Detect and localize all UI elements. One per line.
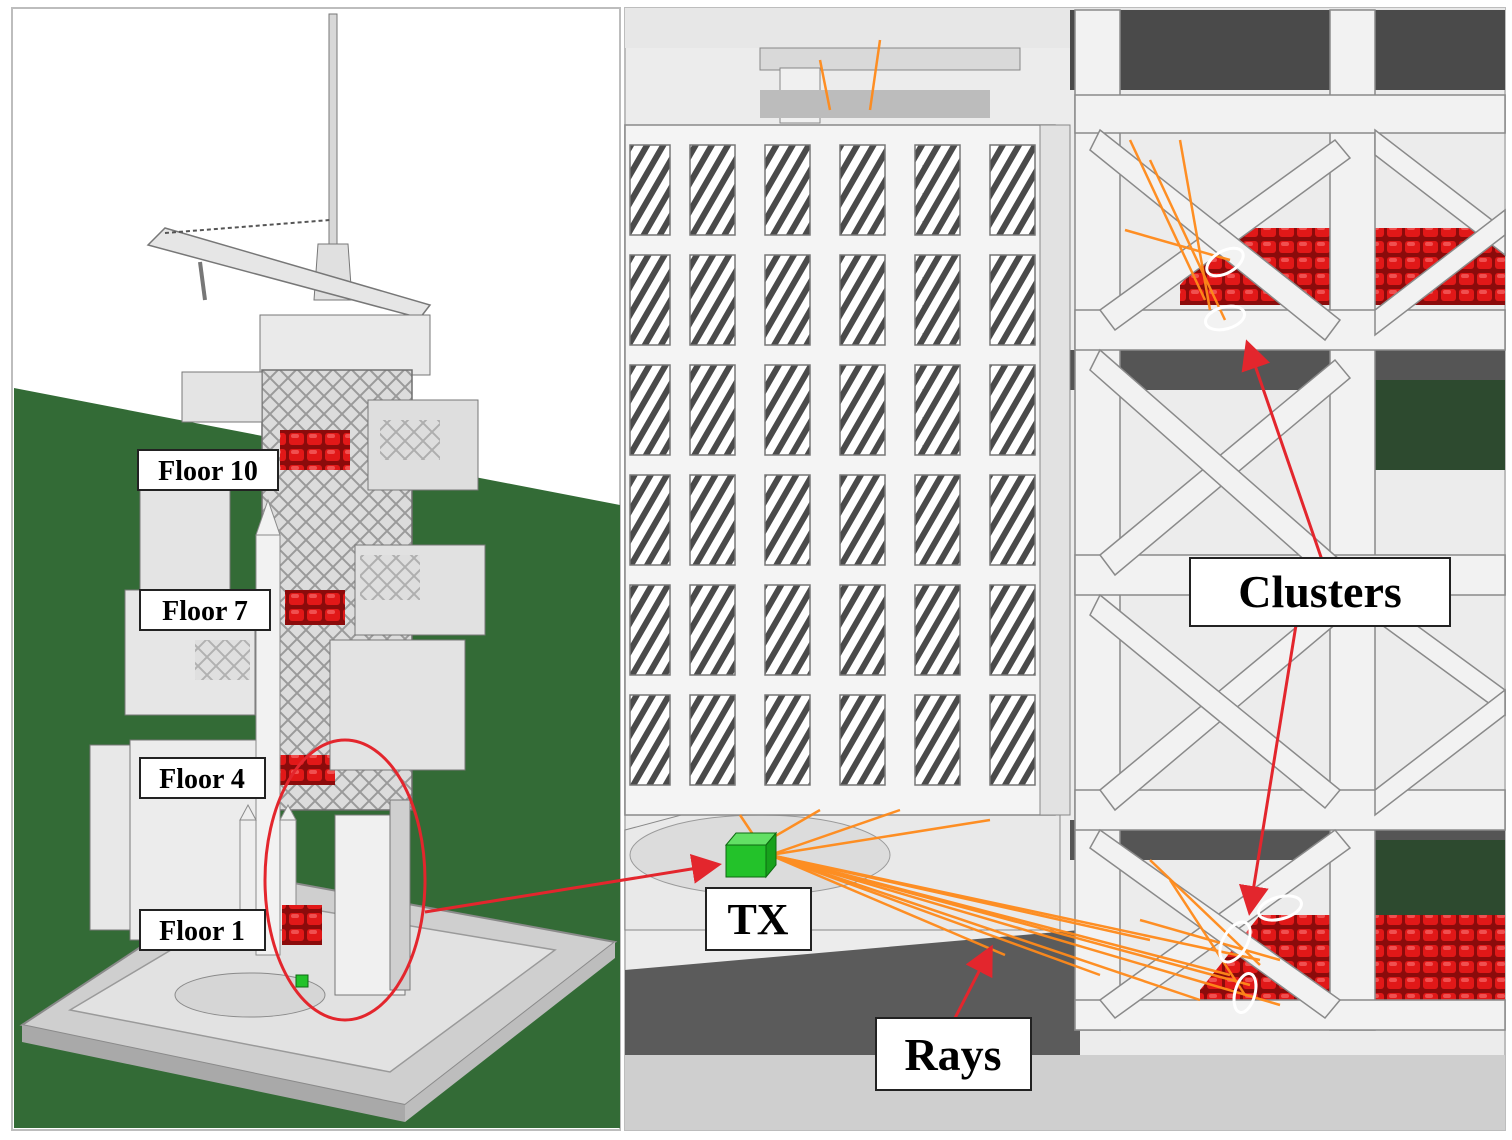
svg-text:Floor 10: Floor 10 [158,456,258,487]
clusters-arrow-up [1241,339,1324,561]
steel-truss [1074,9,1506,1031]
floor-label-1: Floor 1 [139,909,266,951]
tx-label: TX [705,887,812,951]
highlight-ellipse [263,738,427,1022]
floor-label-4: Floor 4 [139,757,266,799]
svg-text:Rays: Rays [904,1029,1001,1080]
svg-text:Floor 1: Floor 1 [159,916,245,947]
clusters-arrow-down [1239,624,1298,916]
svg-text:Floor 4: Floor 4 [159,764,245,795]
launch-tower [89,13,486,996]
left-panel: Floor 10 Floor 7 Floor 4 Floor 1 [11,7,621,1131]
hatched-window-grid [624,124,1071,816]
clusters-label: Clusters [1189,557,1451,627]
svg-text:Floor 7: Floor 7 [162,596,248,627]
svg-text:Clusters: Clusters [1238,566,1402,617]
annotation-arrows [424,339,1324,1019]
right-panel [624,7,1506,1131]
floor-label-7: Floor 7 [139,589,271,631]
tx-marker-small [295,974,309,988]
svg-text:TX: TX [727,895,788,944]
rays-label: Rays [875,1017,1032,1091]
zoom-arrow [424,854,722,914]
tx-cube [724,831,778,879]
ray-paths [738,39,1281,1007]
cluster-highlights [1203,246,1303,1014]
floor-label-10: Floor 10 [137,449,279,491]
rays-arrow [953,944,993,1019]
